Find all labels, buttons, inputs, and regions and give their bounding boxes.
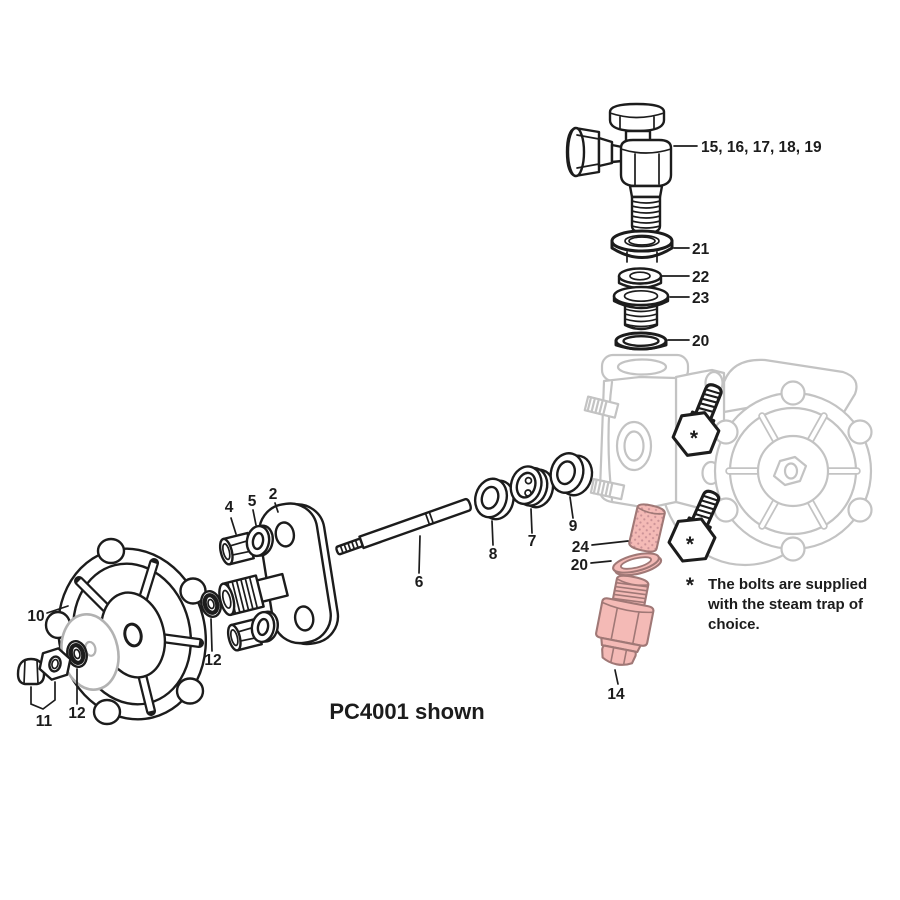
ghost-handwheel [713,380,873,562]
label-part-22: 22 [692,269,709,286]
ghost-steam-trap-assembly [583,353,873,567]
label-part-14: 14 [607,686,625,703]
bolt-note-marker: * [686,533,695,556]
label-part-5: 5 [248,493,257,510]
footnote-line2: with the steam trap of [707,596,864,613]
footnote: * The bolts are supplied with the steam … [686,574,867,633]
gasket-part20 [612,552,663,577]
valve-assembly-parts15-19 [565,102,673,235]
label-part-6: 6 [415,574,424,591]
flange-part2 [258,502,340,646]
label-part-20-lower: 20 [571,557,588,574]
gasket-part20-upper [614,331,668,351]
label-part-12-right: 12 [204,652,221,669]
washer-part22 [617,267,663,290]
bolt-note-marker: * [690,427,699,450]
label-group-15-19: 15, 16, 17, 18, 19 [701,139,822,156]
ghost-stud [589,477,626,501]
washer-part9 [549,452,594,497]
cap-nut-part11 [16,657,46,686]
part-labels: 15, 16, 17, 18, 19 21 22 23 20 10 11 12 … [27,139,822,730]
model-caption: PC4001 shown [329,699,484,724]
label-part-8: 8 [489,546,498,563]
washer-part8 [473,477,515,521]
footnote-marker: * [686,574,695,597]
label-part-11: 11 [36,713,53,730]
label-part-4: 4 [225,499,234,516]
bushing-part23 [612,285,670,331]
label-part-10: 10 [27,608,44,625]
strainer-screen-part24 [628,503,666,553]
label-part-23: 23 [692,290,710,307]
label-part-7: 7 [528,533,537,550]
gland-nut-part21 [610,229,674,263]
label-part-9: 9 [569,518,578,535]
valve-stem-part6 [335,497,472,556]
footnote-line3: choice. [708,616,760,633]
packing-ring-part7 [509,465,555,509]
packing-gland [218,572,289,617]
leader-lines [30,145,698,710]
label-part-21: 21 [692,241,710,258]
ghost-stud [583,395,620,419]
check-valve-part14 [595,574,655,666]
label-part-12-left: 12 [68,705,85,722]
footnote-line1: The bolts are supplied [708,576,867,593]
nameplate-disc [60,613,120,691]
stud-washer-lower [248,608,282,646]
label-part-2: 2 [269,486,278,503]
label-part-20-upper: 20 [692,333,709,350]
label-part-24: 24 [572,539,590,556]
hex-nut-part11 [38,647,72,681]
